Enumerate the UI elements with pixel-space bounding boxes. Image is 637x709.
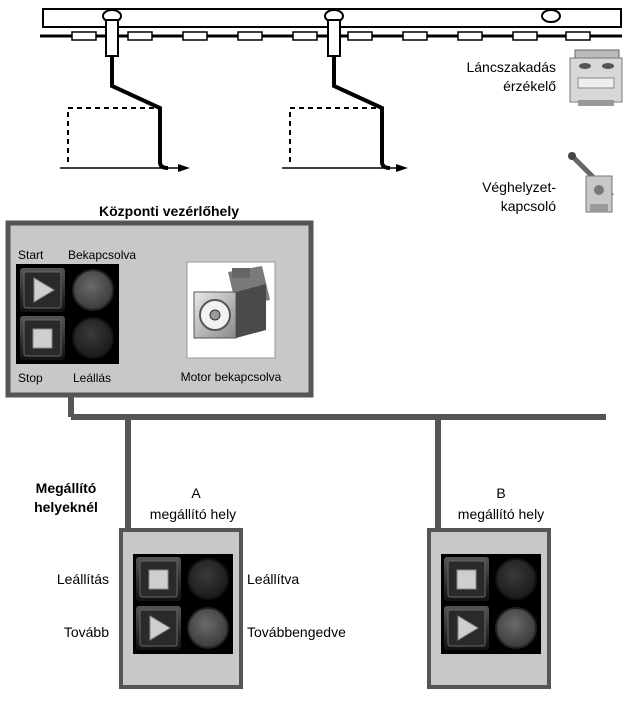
stop-square-icon [32, 328, 53, 349]
stop-button[interactable] [20, 316, 65, 360]
chain-break-sensor-label: Láncszakadás [466, 59, 556, 75]
control-bus [68, 397, 606, 530]
station-b-subtitle: megállító hely [458, 506, 544, 522]
engaged-lamp [72, 269, 114, 311]
station-a-continue-label: Tovább [64, 624, 109, 640]
chain-links [71, 31, 591, 41]
chain-break-sensor-icon [569, 49, 623, 106]
limit-switch-icon [568, 152, 614, 213]
limit-switch-label: Véghelyzet- [482, 179, 556, 195]
halt-lamp [72, 317, 114, 359]
central-panel-title: Központi vezérlőhely [99, 203, 239, 219]
station-b-stopped-lamp [495, 558, 537, 600]
motor-label: Motor bekapcsolva [181, 370, 282, 384]
station-b: B megállító hely [427, 485, 551, 689]
stop-stations-title-2: helyeknél [34, 499, 98, 515]
station-a-released-lamp [187, 607, 229, 649]
station-b-released-lamp [495, 607, 537, 649]
station-a-subtitle: megállító hely [150, 506, 236, 522]
station-b-title: B [496, 485, 505, 501]
hanger [282, 19, 408, 172]
chain-break-sensor-label-2: érzékelő [503, 78, 556, 94]
engaged-label: Bekapcsolva [68, 248, 136, 262]
station-b-continue-button[interactable] [444, 606, 489, 650]
play-icon [149, 615, 171, 641]
chain-break-sensor: Láncszakadás érzékelő [466, 49, 623, 106]
halt-label: Leállás [73, 371, 111, 385]
play-icon [457, 615, 479, 641]
stop-square-icon [456, 569, 477, 590]
stop-stations-title-1: Megállító [36, 480, 97, 496]
limit-switch-label-2: kapcsoló [501, 198, 556, 214]
stop-label: Stop [18, 371, 43, 385]
central-panel: Központi vezérlőhely Start Bekapcsolva S… [5, 203, 314, 398]
limit-switch: Véghelyzet- kapcsoló [482, 152, 614, 214]
stop-stations-title: Megállító helyeknél [34, 480, 98, 515]
station-b-stop-button[interactable] [444, 557, 489, 601]
station-a-stop-button[interactable] [136, 557, 181, 601]
hanger [60, 19, 190, 172]
play-icon [33, 277, 55, 303]
station-a-continue-button[interactable] [136, 606, 181, 650]
motor-icon [186, 261, 276, 359]
trolley-wheel [541, 9, 561, 23]
station-a-title: A [191, 485, 201, 501]
station-a: A megállító hely Leállítás Tovább Leállí… [57, 485, 346, 689]
station-a-stopped-label: Leállítva [247, 571, 299, 587]
stop-square-icon [148, 569, 169, 590]
station-a-released-label: Továbbengedve [247, 624, 346, 640]
station-a-stopped-lamp [187, 558, 229, 600]
conveyor [40, 8, 622, 172]
start-label: Start [18, 248, 44, 262]
start-button[interactable] [20, 268, 65, 312]
station-a-stop-label: Leállítás [57, 571, 109, 587]
